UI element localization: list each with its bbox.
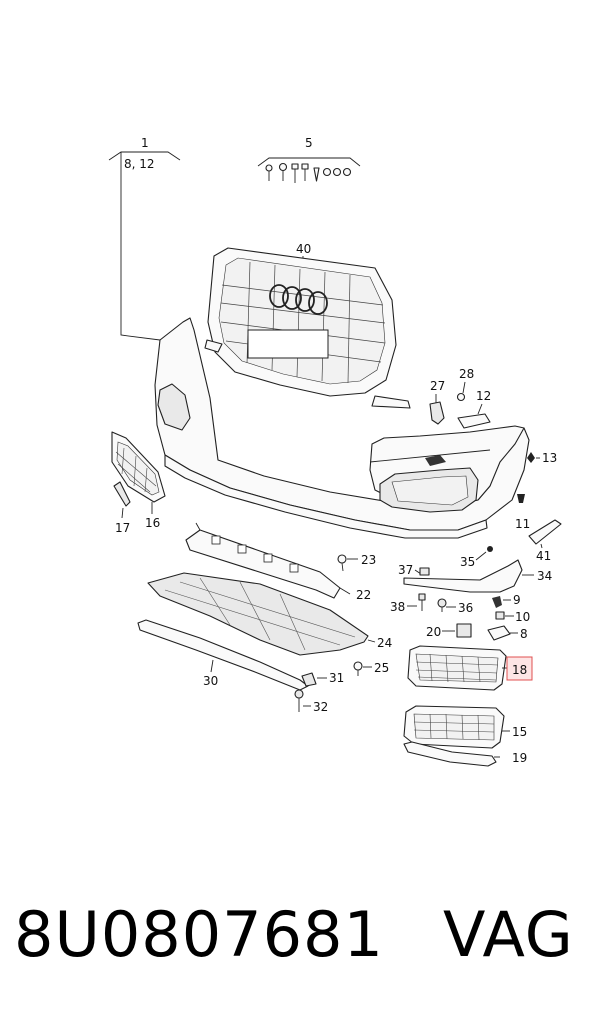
callout-41: 41 — [536, 549, 551, 563]
trim-34: 34 35 — [403, 546, 552, 593]
callout-22: 22 — [356, 588, 371, 602]
clip-10 — [495, 611, 505, 620]
clip-37 — [419, 567, 430, 576]
callout-40: 40 — [296, 242, 311, 256]
callout-11: 11 — [515, 517, 530, 531]
callout-19: 19 — [512, 751, 527, 765]
clip-9 — [492, 596, 502, 608]
part-20 — [456, 623, 472, 638]
callout-38: 38 — [390, 600, 405, 614]
callout-23: 23 — [361, 553, 376, 567]
spoiler-30: 30 31 32 — [137, 619, 344, 714]
callout-1: 1 — [141, 136, 149, 150]
bumper-cover — [154, 317, 530, 539]
callout-5-group: 5 — [257, 136, 361, 183]
callout-16: 16 — [145, 516, 160, 530]
grille-18: 18 — [407, 645, 533, 691]
callout-34: 34 — [537, 569, 552, 583]
callout-8: 8 — [520, 627, 528, 641]
callout-9: 9 — [513, 593, 521, 607]
underbody-24: 24 25 — [147, 572, 392, 676]
callout-18: 18 — [512, 663, 527, 677]
callout-1-group: 1 8, 12 — [108, 136, 181, 341]
clip-11 — [517, 494, 525, 503]
callout-1-sub: 8, 12 — [124, 157, 155, 171]
screw-23 — [337, 554, 347, 564]
cap-41 — [528, 519, 562, 545]
callout-36: 36 — [458, 601, 473, 615]
bracket-27 — [429, 401, 445, 425]
screw-28 — [456, 392, 466, 402]
callout-31: 31 — [329, 671, 344, 685]
part-number: 8U0807681 — [14, 898, 384, 971]
screw-38 — [418, 593, 426, 601]
bracket-22: 22 23 — [185, 522, 376, 602]
trim-19: 19 — [403, 741, 527, 767]
callout-5: 5 — [305, 136, 313, 150]
small-parts-37-38-36-9-10: 37 38 36 9 10 — [390, 563, 530, 624]
part-17 — [113, 481, 131, 507]
callout-24: 24 — [377, 636, 392, 650]
group-27-28-12: 27 28 12 — [429, 367, 491, 429]
group-13-11-41: 13 11 41 — [515, 451, 562, 563]
callout-25: 25 — [374, 661, 389, 675]
callout-13: 13 — [542, 451, 557, 465]
clip-31 — [301, 672, 317, 687]
callout-28: 28 — [459, 367, 474, 381]
screw-36 — [437, 598, 447, 608]
grille-15: 15 — [403, 705, 527, 749]
callout-37: 37 — [398, 563, 413, 577]
callout-15: 15 — [512, 725, 527, 739]
callout-17: 17 — [115, 521, 130, 535]
clip-13 — [527, 452, 535, 463]
fastener-set — [265, 162, 352, 183]
callout-12: 12 — [476, 389, 491, 403]
footer: 8U0807681 VAG — [0, 880, 600, 990]
screw-25 — [353, 661, 363, 671]
screw-32 — [294, 689, 304, 699]
cap-8 — [487, 625, 511, 641]
callout-35: 35 — [460, 555, 475, 569]
callout-30: 30 — [203, 674, 218, 688]
callout-32: 32 — [313, 700, 328, 714]
grille-40: 40 — [204, 242, 411, 409]
part-12 — [457, 413, 491, 429]
callout-10: 10 — [515, 610, 530, 624]
callout-20: 20 — [426, 625, 441, 639]
highlight-box-18 — [506, 656, 533, 681]
left-grille-16: 16 17 — [111, 431, 166, 535]
clip-35 — [487, 546, 493, 552]
callout-27: 27 — [430, 379, 445, 393]
brand-label: VAG — [443, 898, 574, 971]
parts-20-8: 20 8 — [426, 623, 528, 641]
